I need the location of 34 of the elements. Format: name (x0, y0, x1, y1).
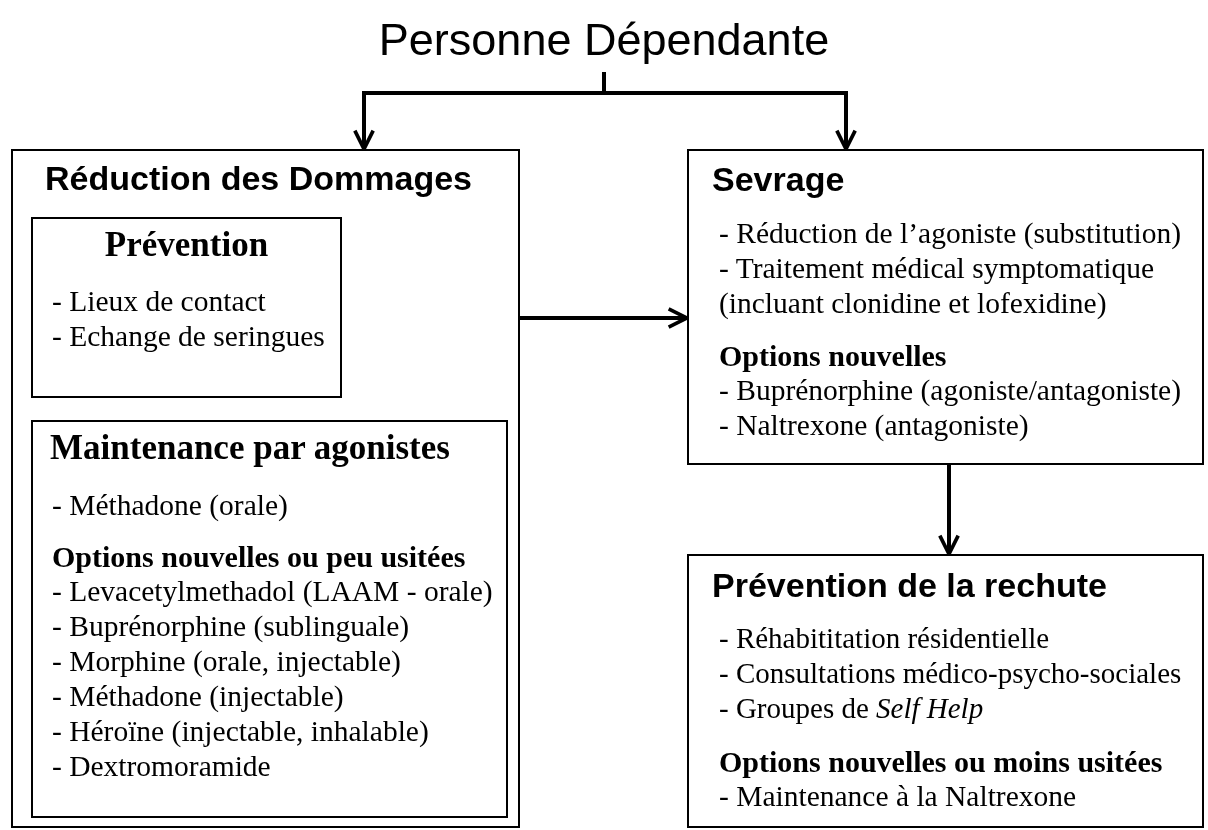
process-box (687, 554, 1204, 828)
arrow (602, 72, 857, 151)
list-item: - Maintenance à la Naltrexone (719, 778, 1078, 814)
list-item: - Buprénorphine (agoniste/antagoniste) (719, 372, 1183, 408)
arrow (520, 307, 689, 329)
list-item: - Traitement médical symptomatique (incluant clonidine et lofexidine) (719, 250, 1156, 321)
section-subheading: Options nouvelles ou moins usitées (719, 743, 1164, 779)
list-item: - Héroïne (injectable, inhalable) (52, 713, 430, 749)
box-heading: Prévention (103, 225, 270, 265)
list-item: - Dextromoramide (52, 748, 272, 784)
box-heading: Sevrage (712, 159, 846, 199)
list-item: - Morphine (orale, injectable) (52, 643, 402, 679)
arrow (938, 465, 960, 556)
box-heading: Réduction des Dommages (45, 159, 473, 197)
list-item: - Réhabititation résidentielle (719, 620, 1051, 656)
box-heading: Maintenance par agonistes (50, 428, 451, 468)
list-item: - Réduction de l’agoniste (substitution) (719, 215, 1183, 251)
box-heading: Prévention de la rechute (712, 565, 1108, 605)
section-subheading: Options nouvelles ou peu usitées (52, 538, 467, 574)
list-item: - Echange de seringues (52, 318, 326, 354)
heading-text: Personne Dépendante (370, 10, 838, 72)
list-item: - Naltrexone (antagoniste) (719, 407, 1030, 443)
list-item: - Méthadone (orale) (52, 487, 289, 523)
process-box (687, 149, 1204, 465)
process-box (31, 420, 508, 818)
list-item: - Consultations médico-psycho-sociales (719, 655, 1183, 691)
list-item: - Buprénorphine (sublinguale) (52, 608, 411, 644)
process-box (11, 149, 520, 828)
process-box (31, 217, 342, 398)
list-item: - Méthadone (injectable) (52, 678, 345, 714)
list-item: - Levacetylmethadol (LAAM - orale) (52, 573, 494, 609)
section-subheading: Options nouvelles (719, 337, 948, 373)
list-item: - Groupes de Self Help (719, 690, 985, 726)
list-item: - Lieux de contact (52, 283, 267, 319)
